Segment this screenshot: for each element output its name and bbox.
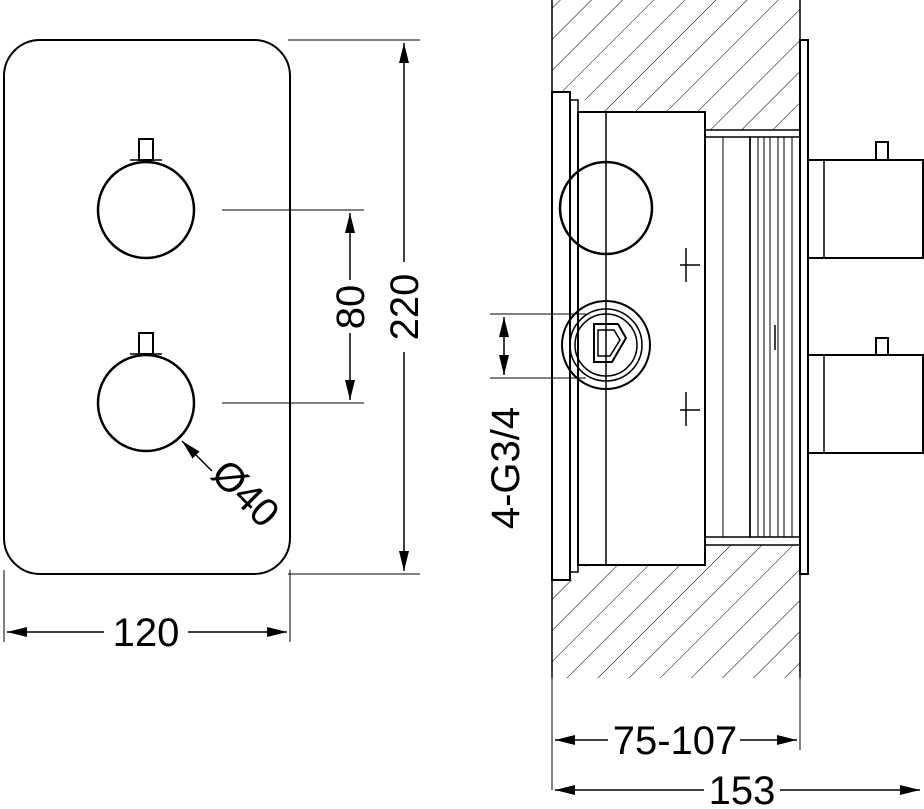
wall-plate xyxy=(799,39,809,575)
knob-diameter-label: Ø40 xyxy=(203,452,288,537)
lower-handle xyxy=(807,337,924,454)
valve-housing xyxy=(551,91,776,581)
spacing-dimension: 80 xyxy=(329,213,373,400)
connection-label: 4-G3/4 xyxy=(484,407,528,529)
cover-plate xyxy=(3,39,291,575)
wall-section xyxy=(551,0,801,678)
front-view: 80 220 120 Ø40 xyxy=(3,39,427,655)
knob-diameter-callout: Ø40 xyxy=(181,440,288,537)
total-depth-dimension: 153 xyxy=(555,769,920,809)
upper-valve-boss xyxy=(558,160,654,256)
upper-knob xyxy=(96,138,196,260)
height-dimension: 220 xyxy=(383,43,427,571)
lower-knob xyxy=(96,332,196,453)
height-label: 220 xyxy=(383,274,427,341)
width-label: 120 xyxy=(113,611,180,655)
width-dimension: 120 xyxy=(7,611,287,655)
depth-range-label: 75-107 xyxy=(613,719,738,763)
side-view: 4-G3/4 75-107 153 xyxy=(484,0,924,809)
inlet-port xyxy=(561,300,651,390)
upper-handle xyxy=(807,141,924,259)
total-depth-label: 153 xyxy=(709,769,776,809)
depth-range-dimension: 75-107 xyxy=(551,678,801,790)
connection-dimension: 4-G3/4 xyxy=(484,313,586,529)
spacing-label: 80 xyxy=(329,285,373,330)
